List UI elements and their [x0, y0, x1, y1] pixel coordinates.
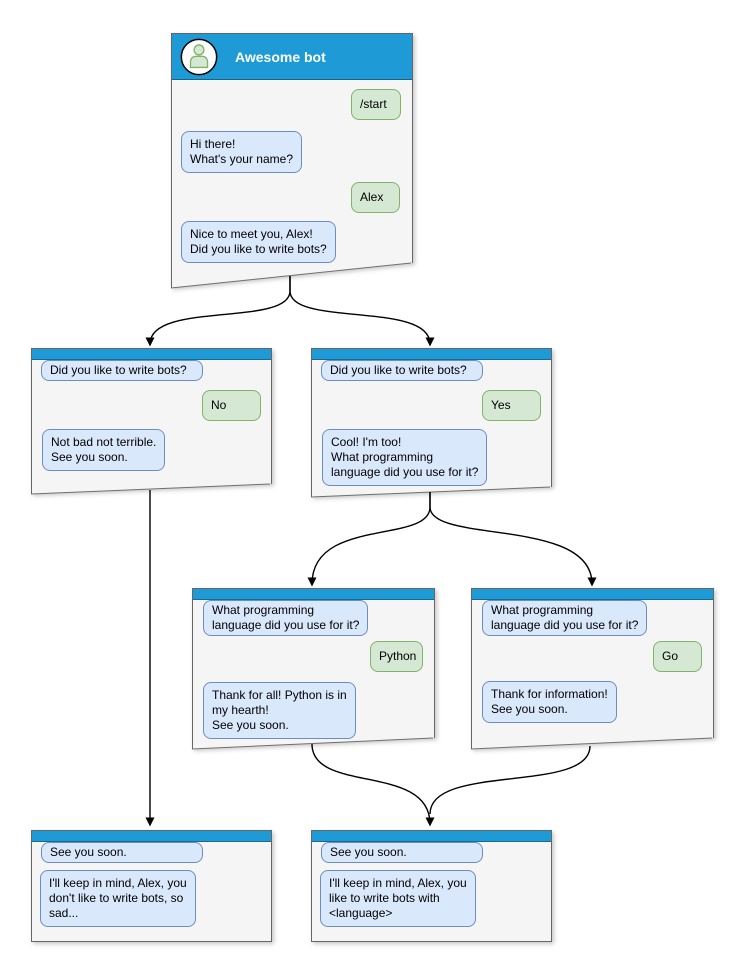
bot-message-bubble: Hi there! What's your name?	[181, 131, 303, 173]
user-message-bubble: Alex	[351, 182, 400, 213]
user-message-bubble: Go	[653, 641, 702, 672]
chat-window-end-no: See you soon. I'll keep in mind, Alex, y…	[31, 830, 272, 942]
user-message-bubble: Yes	[482, 390, 541, 421]
bot-message-bubble: Not bad not terrible. See you soon.	[42, 429, 166, 471]
chat-window-branch-python: What programming language did you use fo…	[192, 588, 435, 749]
user-message-bubble: Python	[370, 641, 423, 672]
bot-message-bubble: What programming language did you use fo…	[482, 600, 648, 636]
bot-message-bubble: Cool! I'm too! What programming language…	[322, 429, 488, 486]
chat-header	[312, 831, 551, 842]
bot-message-bubble: See you soon.	[321, 842, 483, 863]
chat-header	[472, 589, 713, 600]
user-message-bubble: No	[202, 390, 261, 421]
bot-message-bubble: Nice to meet you, Alex! Did you like to …	[181, 221, 336, 263]
bot-message-bubble: See you soon.	[41, 842, 203, 863]
chat-window-root: Awesome bot /start Hi there! What's your…	[171, 33, 413, 288]
chat-header	[312, 349, 551, 360]
bot-message-bubble: Did you like to write bots?	[41, 360, 203, 381]
bot-message-bubble: Did you like to write bots?	[321, 360, 483, 381]
bot-message-bubble: What programming language did you use fo…	[203, 600, 369, 636]
bot-avatar-person-icon	[180, 38, 218, 75]
chat-header: Awesome bot	[172, 34, 412, 80]
chat-window-branch-no: Did you like to write bots? No Not bad n…	[31, 348, 272, 494]
chat-window-end-yes: See you soon. I'll keep in mind, Alex, y…	[311, 830, 552, 942]
chat-header	[32, 349, 271, 360]
bot-message-bubble: Thank for all! Python is in my hearth! S…	[203, 682, 356, 739]
bot-message-bubble: Thank for information! See you soon.	[482, 681, 617, 723]
chat-window-branch-go: What programming language did you use fo…	[471, 588, 714, 749]
bot-message-bubble: I'll keep in mind, Alex, you don't like …	[40, 870, 196, 927]
chat-header	[193, 589, 434, 600]
chat-title: Awesome bot	[235, 48, 326, 65]
bot-message-bubble: I'll keep in mind, Alex, you like to wri…	[320, 870, 476, 927]
chat-window-branch-yes: Did you like to write bots? Yes Cool! I'…	[311, 348, 552, 497]
chat-header	[32, 831, 271, 842]
user-message-bubble: /start	[351, 89, 401, 120]
